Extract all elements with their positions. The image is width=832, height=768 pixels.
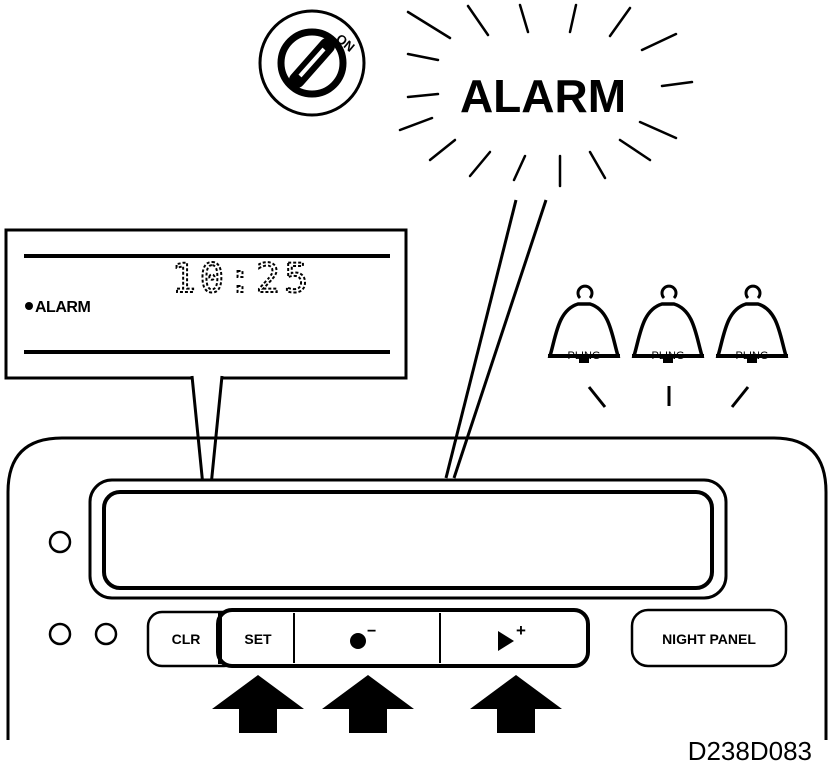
alarm-pointer-lines bbox=[444, 199, 548, 479]
alarm-indicator-label: ALARM bbox=[35, 299, 90, 316]
clr-button[interactable]: CLR bbox=[146, 610, 240, 668]
bell-1: PLING bbox=[546, 284, 622, 408]
indicator-lamp bbox=[48, 530, 72, 554]
plus-button[interactable]: + bbox=[442, 613, 586, 663]
night-panel-button-label: NIGHT PANEL bbox=[662, 631, 756, 647]
alarm-dot-icon bbox=[25, 302, 33, 310]
clock-unit bbox=[6, 436, 828, 740]
set-button[interactable]: SET bbox=[222, 613, 292, 663]
set-button-label: SET bbox=[244, 631, 272, 647]
bell-label: PLING bbox=[567, 350, 600, 362]
alarm-burst-text: ALARM bbox=[460, 70, 626, 122]
key-slot-icon bbox=[289, 38, 335, 88]
night-panel-button[interactable]: NIGHT PANEL bbox=[630, 608, 788, 668]
arrow-up-icon bbox=[212, 675, 304, 733]
clock-time-readout: 10:25 bbox=[172, 256, 312, 302]
display-window bbox=[102, 490, 714, 590]
bell-3: PLING bbox=[714, 284, 790, 408]
ignition-switch: ON bbox=[258, 9, 366, 117]
indicator-lamp bbox=[48, 622, 72, 646]
triangle-right-icon bbox=[498, 631, 514, 651]
minus-sign: − bbox=[367, 623, 376, 640]
bell-2: PLING bbox=[630, 284, 706, 406]
arrow-up-icon bbox=[322, 675, 414, 733]
minus-button[interactable]: − bbox=[296, 613, 438, 663]
alarm-burst bbox=[398, 3, 694, 188]
clr-button-label: CLR bbox=[172, 631, 201, 647]
indicator-lamp bbox=[94, 622, 118, 646]
plus-sign: + bbox=[516, 621, 526, 640]
bell-label: PLING bbox=[651, 350, 684, 362]
figure-code: D238D083 bbox=[688, 736, 812, 766]
dot-icon bbox=[350, 633, 366, 649]
arrow-up-icon bbox=[470, 675, 562, 733]
bell-label: PLING bbox=[735, 350, 768, 362]
display-callout: 10:25 ALARM bbox=[4, 228, 408, 527]
